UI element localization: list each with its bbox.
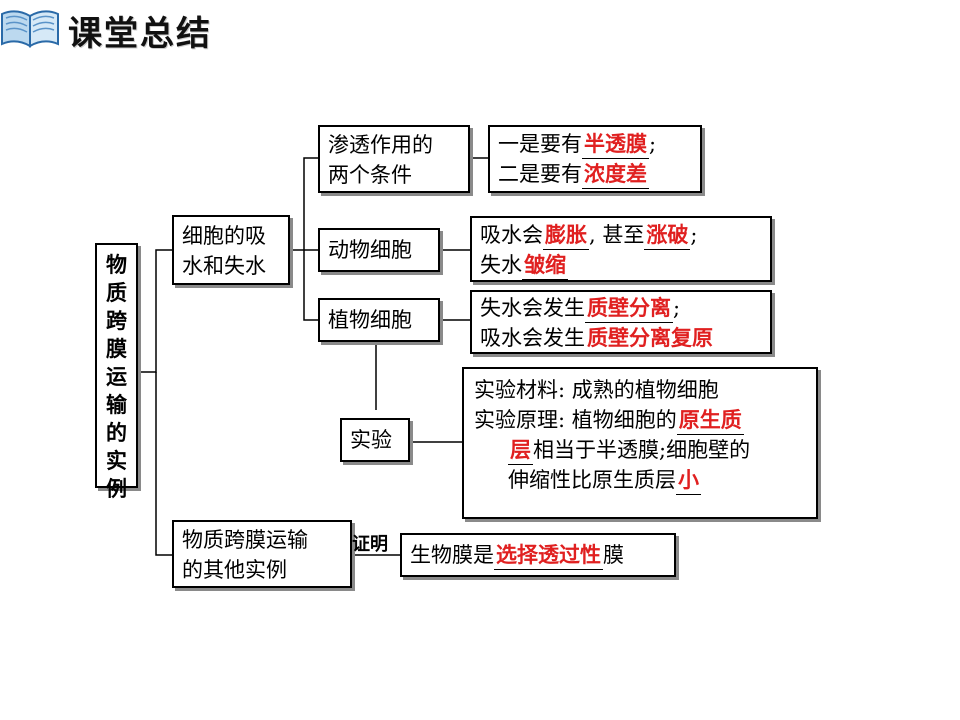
animal-line-1: 吸水会膨胀, 甚至涨破; [480,220,762,250]
branch-water-line1: 细胞的吸 [182,224,266,248]
branch-other-line1: 物质跨膜运输 [182,528,308,552]
condition-1: 一是要有半透膜; [498,129,692,159]
plant-answer-recovery: 质壁分离复原 [585,324,715,353]
experiment-principle-line2: 层相当于半透膜;细胞壁的 [474,435,806,465]
branch-water-line2: 水和失水 [182,254,266,278]
principle-answer-small: 小 [676,466,701,495]
cond1-answer: 半透膜 [582,130,649,159]
osmosis-conditions: 一是要有半透膜; 二是要有浓度差 [488,125,702,193]
animal-l1-prefix: 吸水会 [480,223,543,247]
membrane-suffix: 膜 [603,543,624,567]
cond2-answer: 浓度差 [582,160,649,189]
animal-l1-suffix: ; [690,223,698,247]
principle-answer-b: 层 [508,436,533,465]
principle-mid: 相当于半透膜;细胞壁的 [533,438,751,462]
membrane-prefix: 生物膜是 [410,543,494,567]
proof-label: 证明 [352,534,388,555]
plant-cell-label: 植物细胞 [328,308,412,332]
animal-answer-swell: 膨胀 [543,221,589,250]
plant-line-1: 失水会发生质壁分离; [480,293,762,323]
plant-l1-prefix: 失水会发生 [480,296,585,320]
condition-2: 二是要有浓度差 [498,159,692,189]
plant-line-2: 吸水会发生质壁分离复原 [480,323,762,353]
membrane-node: 生物膜是选择透过性膜 [400,533,676,577]
cond1-prefix: 一是要有 [498,132,582,156]
plant-l2-prefix: 吸水会发生 [480,326,585,350]
animal-l2-prefix: 失水 [480,253,522,277]
osmosis-line1: 渗透作用的 [328,133,433,157]
experiment-principle-line3: 伸缩性比原生质层小 [474,465,806,495]
experiment-principle-line1: 实验原理: 植物细胞的原生质 [474,405,806,435]
header: 课堂总结 [0,0,400,60]
branch-other-examples: 物质跨膜运输 的其他实例 [172,520,352,588]
book-icon [1,10,59,48]
plant-l1-suffix: ; [673,296,681,320]
root-label: 物质跨膜运输的实例 [106,252,127,501]
animal-cell-node: 动物细胞 [318,228,440,272]
animal-cell-label: 动物细胞 [328,238,412,262]
animal-answer-shrink: 皱缩 [522,251,568,280]
principle-prefix: 实验原理: 植物细胞的 [474,408,677,432]
cond1-suffix: ; [649,132,657,156]
experiment-label: 实验 [350,428,392,452]
animal-answer-burst: 涨破 [644,221,691,250]
animal-line-2: 失水皱缩 [480,250,762,280]
root-node: 物质跨膜运输的实例 [95,243,138,501]
experiment-node: 实验 [340,418,410,462]
plant-cell-detail: 失水会发生质壁分离; 吸水会发生质壁分离复原 [470,290,772,354]
branch-water-exchange: 细胞的吸 水和失水 [172,215,290,285]
cond2-prefix: 二是要有 [498,162,582,186]
animal-cell-detail: 吸水会膨胀, 甚至涨破; 失水皱缩 [470,216,772,282]
membrane-answer: 选择透过性 [494,541,603,570]
osmosis-line2: 两个条件 [328,163,412,187]
plant-cell-node: 植物细胞 [318,298,440,342]
page-title: 课堂总结 [68,14,212,54]
osmosis-node: 渗透作用的 两个条件 [318,125,470,193]
experiment-material: 实验材料: 成熟的植物细胞 [474,378,719,402]
principle-end-prefix: 伸缩性比原生质层 [508,468,676,492]
branch-other-line2: 的其他实例 [182,558,287,582]
plant-answer-plasmolysis: 质壁分离 [585,294,673,323]
experiment-detail: 实验材料: 成熟的植物细胞 实验原理: 植物细胞的原生质 层相当于半透膜;细胞壁… [462,367,818,519]
principle-answer-a: 原生质 [676,406,744,435]
animal-l1-mid: , 甚至 [589,223,645,247]
